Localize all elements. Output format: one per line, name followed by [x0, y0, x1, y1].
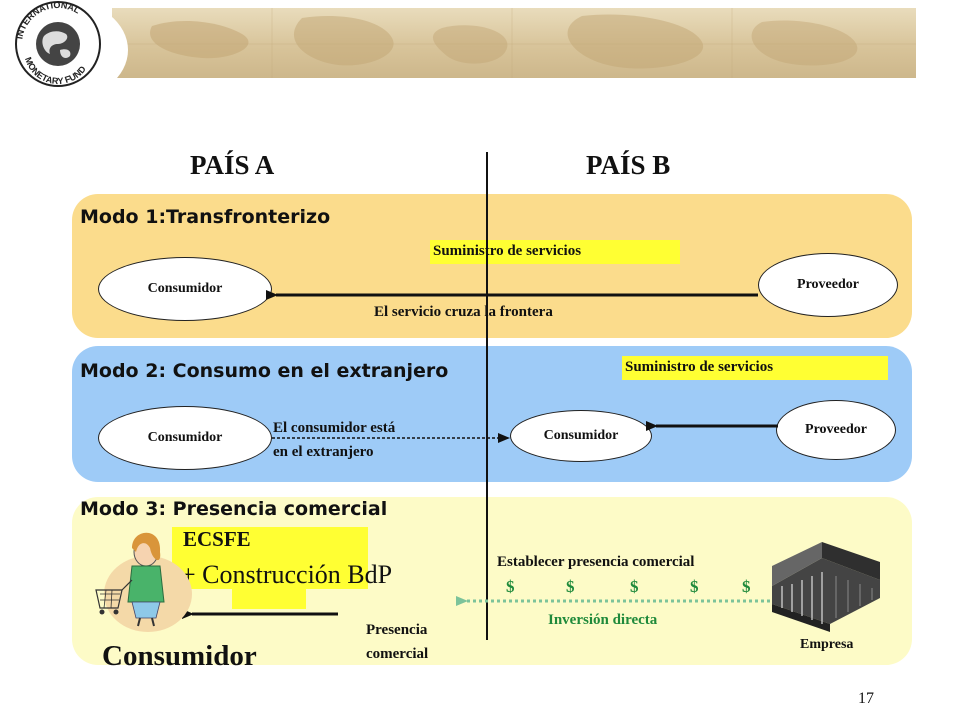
dollar-sign: $	[630, 577, 639, 596]
mode3-establish-label: Establecer presencia comercial	[497, 554, 695, 570]
mode3-company-label: Empresa	[800, 637, 854, 652]
ecsfe-highlight-tail	[232, 585, 306, 609]
mode2-consumer-abroad-label: Consumidor	[543, 428, 619, 443]
mode1-consumer-label: Consumidor	[147, 281, 223, 296]
world-map-banner	[112, 8, 916, 78]
mode1-title: Modo 1:Transfronterizo	[80, 206, 331, 228]
mode3-presence-line2: comercial	[366, 646, 429, 662]
mode1-supply-label: Suministro de servicios	[430, 240, 680, 264]
mode2-abroad-line1: El consumidor está	[273, 420, 396, 436]
mode2-provider-label: Proveedor	[805, 422, 867, 437]
mode3-presence-line1: Presencia	[366, 622, 428, 638]
dollar-sign: $	[566, 577, 575, 596]
mode3-consumer-label: Consumidor	[102, 640, 257, 672]
country-b-label: PAÍS B	[586, 150, 671, 180]
mode2-consumer-abroad-node: Consumidor	[510, 410, 652, 462]
ecsfe-label: ECSFE	[183, 527, 251, 551]
mode3-fdi-label: Inversión directa	[548, 612, 658, 628]
mode2-provider-node: Proveedor	[776, 400, 896, 460]
mode1-flow-label: El servicio cruza la frontera	[374, 304, 553, 320]
mode2-consumer-home-label: Consumidor	[147, 430, 223, 445]
mode2-title: Modo 2: Consumo en el extranjero	[80, 360, 449, 382]
mode1-consumer-node: Consumidor	[98, 257, 272, 321]
mode2-abroad-line2: en el extranjero	[273, 444, 374, 460]
mode2-supply-label: Suministro de servicios	[622, 356, 888, 380]
page-number: 17	[858, 690, 874, 707]
imf-logo: INTERNATIONAL MONETARY FUND	[0, 0, 132, 100]
dollar-sign: $	[742, 577, 751, 596]
mode2-consumer-home-node: Consumidor	[98, 406, 272, 470]
mode1-provider-label: Proveedor	[797, 277, 859, 292]
mode1-provider-node: Proveedor	[758, 253, 898, 317]
country-a-label: PAÍS A	[190, 150, 275, 180]
dollar-sign: $	[506, 577, 515, 596]
dollar-sign: $	[690, 577, 699, 596]
ecsfe-highlight	[172, 527, 368, 589]
mode3-title: Modo 3: Presencia comercial	[80, 498, 388, 520]
bdp-construction-label: + Construcción BdP	[181, 560, 393, 589]
